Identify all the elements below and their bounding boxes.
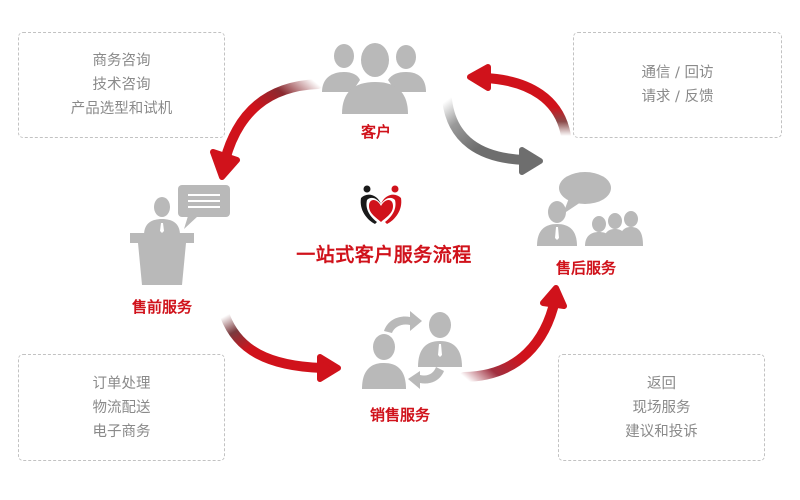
- box-line: 返回: [647, 375, 676, 392]
- node-label-presale: 售前服务: [131, 298, 193, 316]
- aftersale-details-box: 返回 现场服务 建议和投诉: [558, 354, 765, 461]
- box-line: 物流配送: [92, 399, 151, 416]
- node-label-sales: 销售服务: [369, 406, 431, 424]
- box-line: 产品选型和试机: [70, 101, 173, 117]
- box-line: 技术咨询: [92, 77, 151, 93]
- box-line: 商务咨询: [92, 53, 151, 69]
- box-line: 请求 / 反馈: [641, 89, 714, 105]
- arrow-customer-to-aftersale: [442, 95, 543, 175]
- box-line: 建议和投诉: [625, 423, 698, 440]
- speaker-podium-icon: [130, 185, 230, 285]
- arrow-aftersale-to-customer: [467, 64, 571, 141]
- box-line: 订单处理: [92, 375, 151, 392]
- presale-details-box: 商务咨询 技术咨询 产品选型和试机: [18, 32, 225, 138]
- node-label-customer: 客户: [360, 123, 392, 141]
- arrow-sales-to-aftersale: [459, 285, 567, 382]
- arrow-customer-to-presale: [210, 79, 323, 180]
- diagram-title: 一站式客户服务流程: [296, 244, 472, 266]
- box-line: 电子商务: [92, 423, 151, 440]
- people-speech-bubble-icon: [537, 172, 643, 246]
- node-label-aftersale: 售后服务: [555, 259, 617, 277]
- sales-details-box: 订单处理 物流配送 电子商务: [18, 354, 225, 461]
- box-line: 通信 / 回访: [641, 65, 714, 81]
- arrow-presale-to-sales: [220, 311, 341, 382]
- aftersale-feedback-box: 通信 / 回访 请求 / 反馈: [573, 32, 782, 138]
- heart-people-logo-icon: [360, 185, 402, 224]
- box-line: 现场服务: [632, 399, 691, 416]
- group-of-people-icon: [322, 43, 426, 114]
- exchange-people-icon: [362, 311, 462, 389]
